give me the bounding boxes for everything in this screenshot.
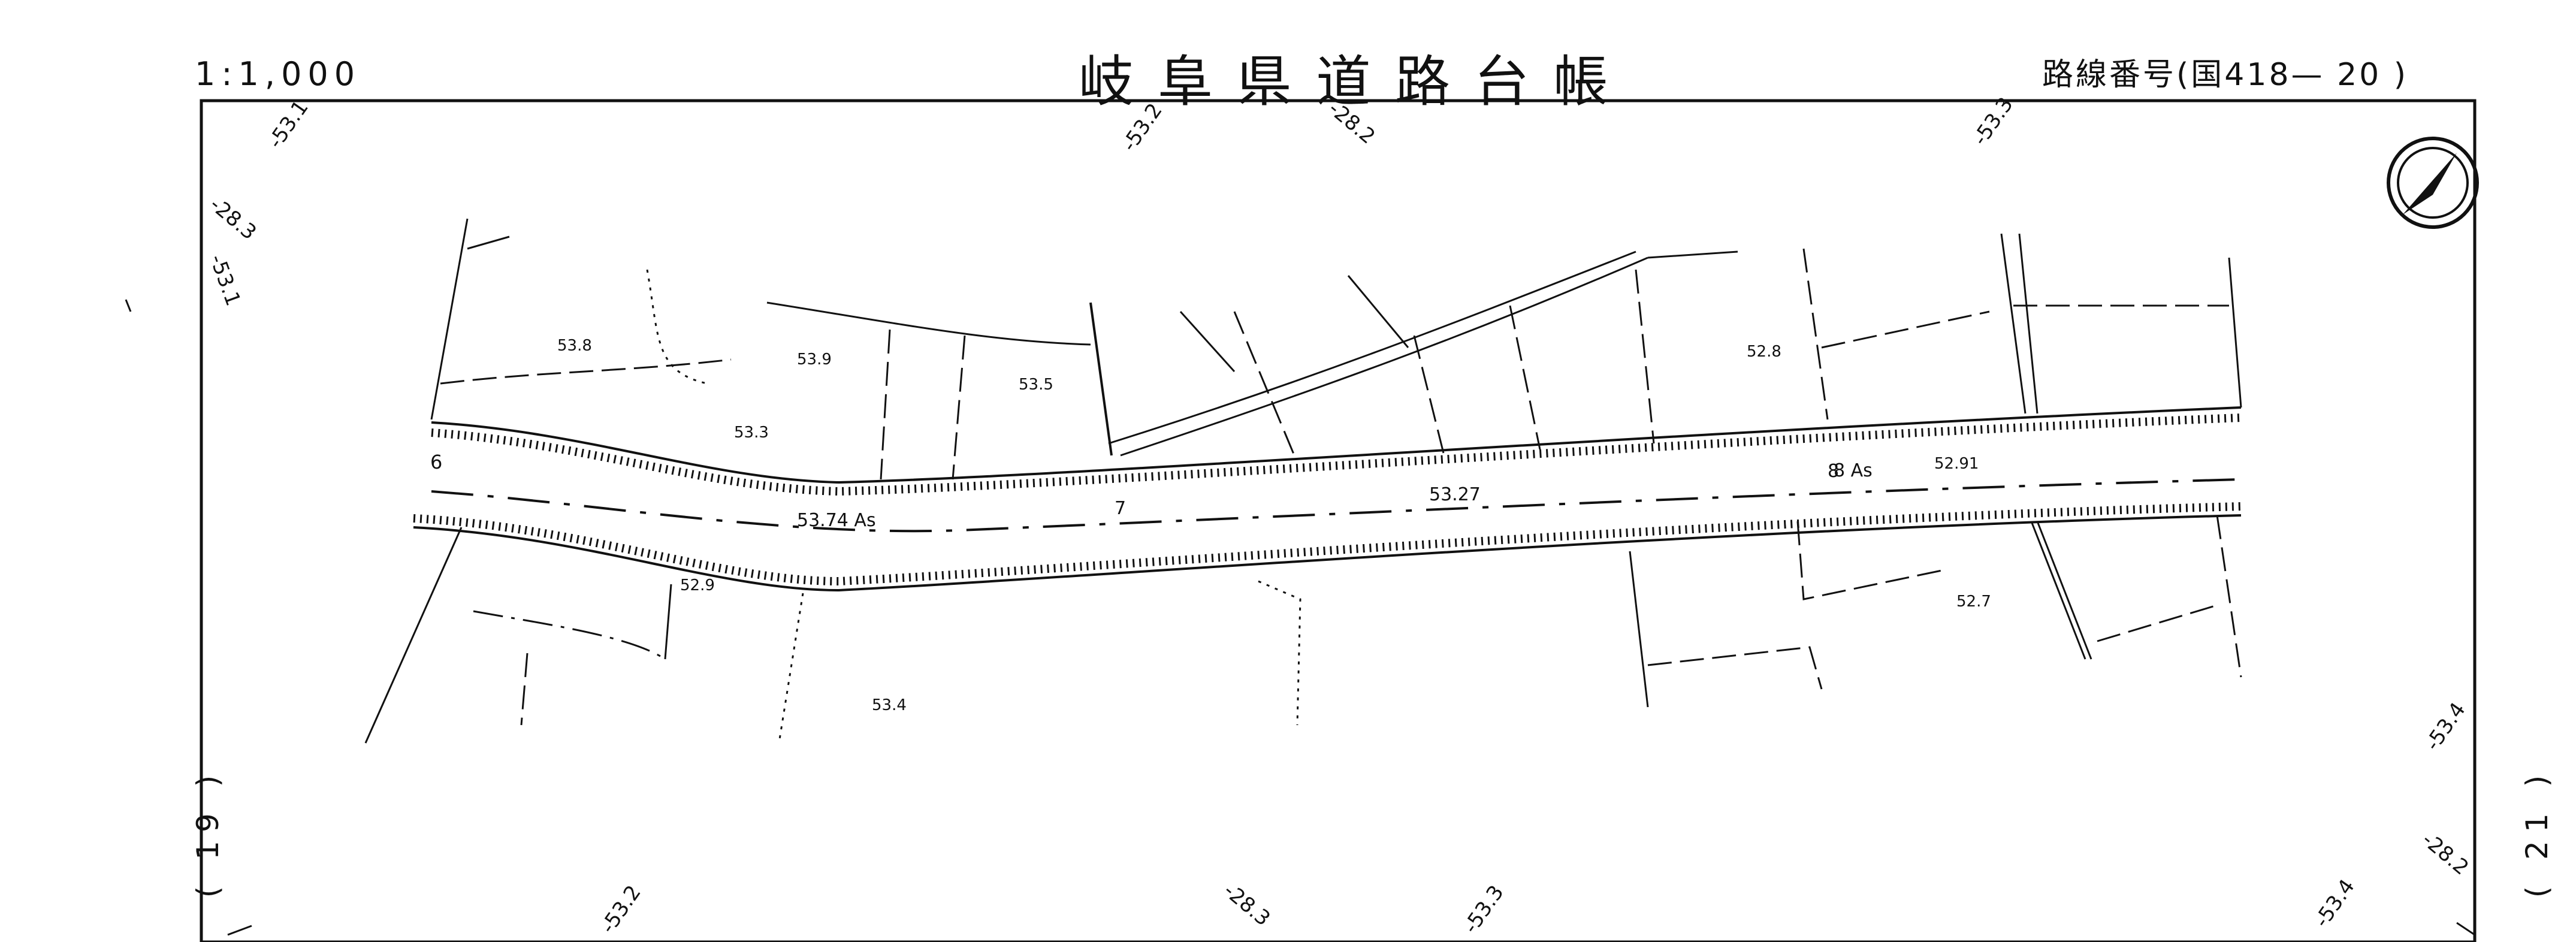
map-title: 岐阜県道路台帳 xyxy=(1079,50,1633,114)
grid-label: -53.1 xyxy=(264,96,313,153)
road-upper-curb xyxy=(431,413,2242,496)
spot-height: 53.4 xyxy=(872,696,907,714)
centerline-label: 52.91 xyxy=(1934,455,1979,473)
grid-label: -53.3 xyxy=(1459,881,1509,938)
grid-label: -28.2 xyxy=(2417,828,2473,880)
grid-label: -53.4 xyxy=(2310,875,2360,932)
spot-height: 53.8 xyxy=(557,337,592,355)
chainage-mark: 8 xyxy=(1828,461,1839,482)
map-scale: 1:1,000 xyxy=(195,55,361,93)
parcel-boundaries xyxy=(125,218,2475,936)
grid-label: -53.2 xyxy=(1118,99,1167,156)
grid-label: -53.1 xyxy=(205,251,246,309)
grid-label: -28.2 xyxy=(1324,96,1379,149)
chainage-mark: 6 xyxy=(430,451,442,473)
grid-label: -53.4 xyxy=(2421,698,2471,755)
map-frame xyxy=(200,99,2477,942)
grid-label: -28.3 xyxy=(205,192,261,244)
spot-height: 53.5 xyxy=(1019,376,1053,394)
spot-height: 52.9 xyxy=(680,576,715,594)
north-arrow-icon xyxy=(2387,137,2479,229)
spot-height: 52.7 xyxy=(1956,593,1991,611)
centerline-label: 53.27 xyxy=(1429,484,1481,505)
chainage-mark: 7 xyxy=(1115,498,1126,519)
spot-height: 52.8 xyxy=(1747,343,1781,361)
road-centerline xyxy=(431,478,2242,533)
centerline-label: 8 As xyxy=(1834,460,1873,481)
grid-label: -53.2 xyxy=(596,881,646,938)
grid-label: -28.3 xyxy=(1219,878,1275,931)
spot-height: 53.9 xyxy=(797,351,832,369)
road-upper-edge xyxy=(431,406,2242,484)
centerline-label: 53.74 As xyxy=(797,510,876,531)
road xyxy=(413,406,2242,592)
spot-height: 53.3 xyxy=(734,424,769,442)
road-lower-edge xyxy=(413,514,2242,592)
route-number: 路線番号(国418— 20 ) xyxy=(2042,57,2409,93)
